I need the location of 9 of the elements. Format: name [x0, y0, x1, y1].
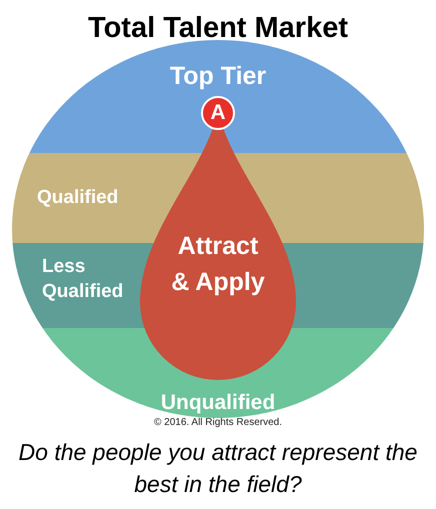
copyright-note: © 2016. All Rights Reserved. — [153, 416, 283, 429]
caption: Do the people you attract represent the best in the field? — [18, 438, 418, 499]
title: Total Talent Market — [87, 12, 349, 45]
badge-letter: A — [209, 101, 227, 125]
drop-label: Attract & Apply — [170, 231, 266, 298]
band-label: Qualified — [37, 186, 118, 210]
band-label: Top Tier — [168, 61, 268, 92]
band-label: Unqualified — [160, 390, 276, 416]
band-label: Less Qualified — [42, 255, 124, 304]
